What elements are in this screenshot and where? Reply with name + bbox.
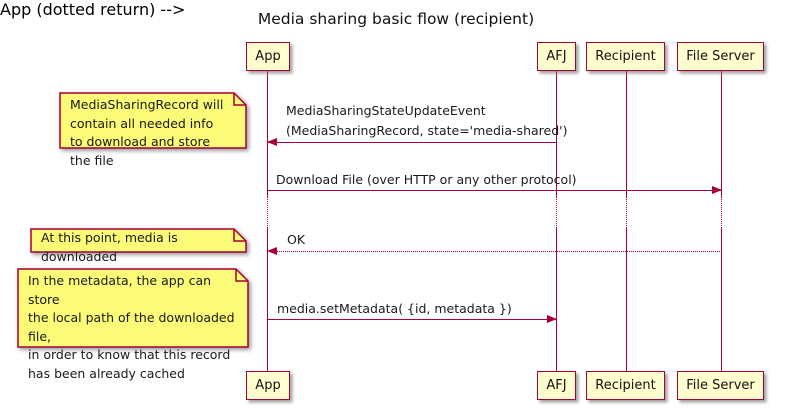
arrowhead-left-icon — [267, 247, 277, 255]
note-text: At this point, media is downloaded — [41, 230, 178, 264]
participant-fileserver-top: File Server — [677, 42, 764, 71]
lifeline-fileserver-delay-dotted — [721, 197, 722, 228]
message-3-line — [267, 251, 722, 252]
arrowhead-right-icon — [712, 186, 722, 194]
note-metadata-local-path: In the metadata, the app can store the l… — [17, 268, 249, 381]
lifeline-app-delay-dotted — [267, 197, 268, 228]
note-fold-icon — [235, 269, 248, 282]
note-fold-icon — [233, 229, 246, 242]
participant-fileserver-label: File Server — [686, 378, 755, 393]
lifeline-afj-delay-dotted — [556, 197, 557, 228]
lifeline-afj-solid-top — [556, 70, 557, 197]
message-2-line — [267, 190, 722, 191]
participant-app-bottom: App — [246, 371, 290, 400]
message-3-text: OK — [287, 232, 306, 247]
note-fold-icon — [233, 93, 246, 106]
participant-recipient-bottom: Recipient — [586, 371, 665, 400]
lifeline-fileserver-solid-top — [721, 70, 722, 197]
participant-fileserver-bottom: File Server — [677, 371, 764, 400]
arrowhead-left-icon — [267, 138, 277, 146]
message-4-text: media.setMetadata( {id, metadata }) — [277, 301, 512, 316]
arrowhead-right-icon — [547, 315, 557, 323]
participant-recipient-top: Recipient — [586, 42, 665, 71]
lifeline-recipient-solid-bottom — [626, 228, 627, 371]
participant-app-label: App — [255, 49, 281, 64]
message-1-line — [267, 142, 557, 143]
note-background — [17, 268, 249, 348]
note-text: In the metadata, the app can store the l… — [28, 273, 235, 381]
note-background — [30, 228, 247, 253]
participant-fileserver-label: File Server — [686, 49, 755, 64]
lifeline-fileserver-solid-bottom — [721, 228, 722, 371]
participant-recipient-label: Recipient — [595, 378, 656, 393]
participant-afj-label: AFJ — [546, 49, 567, 64]
message-2-text: Download File (over HTTP or any other pr… — [276, 172, 577, 187]
note-text: MediaSharingRecord will contain all need… — [70, 97, 224, 168]
participant-app-top: App — [246, 42, 290, 71]
message-4-line — [267, 319, 557, 320]
diagram-title: Media sharing basic flow (recipient) — [257, 10, 535, 28]
participant-app-label: App — [255, 378, 281, 393]
note-background — [59, 92, 247, 149]
lifeline-recipient-delay-dotted — [626, 197, 627, 228]
participant-recipient-label: Recipient — [595, 49, 656, 64]
message-1-text: MediaSharingStateUpdateEvent (MediaShari… — [286, 103, 568, 138]
lifeline-afj-solid-bottom — [556, 228, 557, 371]
note-media-sharing-record: MediaSharingRecord will contain all need… — [59, 92, 247, 168]
note-media-downloaded: At this point, media is downloaded — [30, 228, 247, 264]
participant-afj-top: AFJ — [537, 42, 576, 71]
participant-afj-bottom: AFJ — [537, 371, 576, 400]
lifeline-app-solid-top — [267, 70, 268, 197]
lifeline-recipient-solid-top — [626, 70, 627, 197]
lifeline-app-solid-bottom — [267, 228, 268, 371]
participant-afj-label: AFJ — [546, 378, 567, 393]
